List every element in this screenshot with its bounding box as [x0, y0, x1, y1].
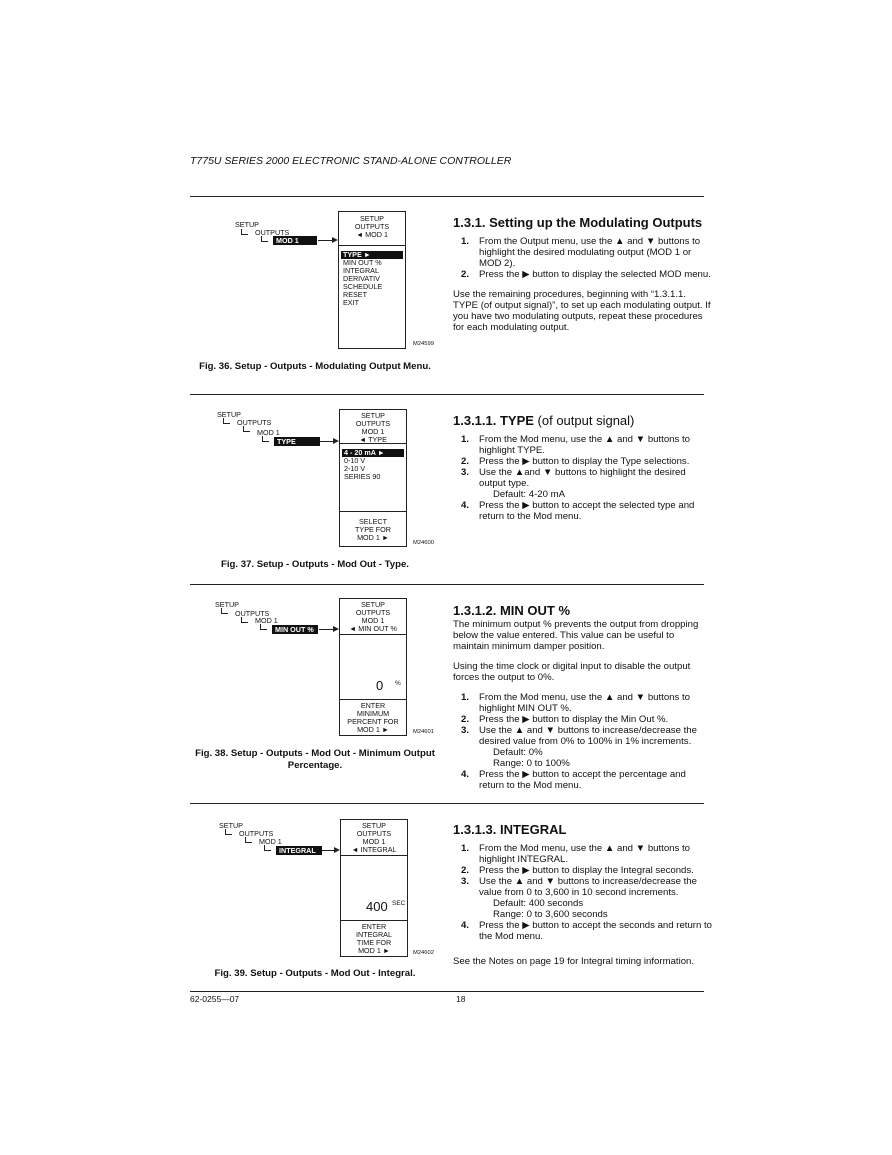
menu-item: 0-10 V [344, 456, 366, 465]
display-screen: SETUP OUTPUTS MOD 1 ◄ MIN OUT % 0 % ENTE… [339, 598, 407, 736]
menu-item: RESET [343, 290, 367, 299]
tree-outputs: OUTPUTS [235, 609, 270, 618]
section-title: 1.3.1.1. TYPE (of output signal) [453, 413, 635, 428]
divider [190, 803, 704, 804]
page-header: T775U SERIES 2000 ELECTRONIC STAND-ALONE… [190, 155, 512, 167]
menu-item: 2-10 V [344, 464, 366, 473]
divider [190, 394, 704, 395]
display-screen: SETUP OUTPUTS MOD 1 ◄ INTEGRAL 400 SEC E… [340, 819, 408, 957]
figure-code: M24602 [413, 950, 434, 956]
tree-mod: MOD 1 [257, 428, 280, 437]
menu-item: INTEGRAL [343, 266, 379, 275]
menu-item: SCHEDULE [343, 282, 383, 291]
menu-item: EXIT [343, 298, 359, 307]
step-item: 2.Press the ▶ button to display the Inte… [461, 865, 694, 876]
step-item: 2.Press the ▶ button to display the Min … [461, 714, 669, 725]
figure-caption: Fig. 36. Setup - Outputs - Modulating Ou… [199, 361, 431, 372]
menu-item-selected: 4 - 20 mA ► [342, 449, 404, 457]
divider [190, 584, 704, 585]
section-1-3-1-3: 1.3.1.3. INTEGRAL 1.From the Mod menu, u… [453, 822, 713, 976]
steps-list: 1.From the Output menu, use the ▲ and ▼ … [453, 236, 713, 280]
steps-list: 1.From the Mod menu, use the ▲ and ▼ but… [453, 434, 713, 522]
menu-list: TYPE ► MIN OUT % INTEGRAL DERIVATIV SCHE… [341, 251, 403, 307]
step-item: 1.From the Output menu, use the ▲ and ▼ … [461, 236, 701, 269]
tree-mod: MOD 1 [255, 616, 278, 625]
figure-code: M24601 [413, 729, 434, 735]
tree-outputs: OUTPUTS [239, 829, 274, 838]
tree-setup: SETUP [219, 821, 243, 830]
step-item: 4.Press the ▶ button to accept the selec… [461, 500, 695, 522]
menu-item: MIN OUT % [343, 258, 382, 267]
tree-selected: INTEGRAL [276, 846, 322, 856]
menu-item: DERIVATIV [343, 274, 380, 283]
tree-selected: MIN OUT % [272, 625, 318, 635]
menu-list: 4 - 20 mA ► 0-10 V 2-10 V SERIES 90 [342, 449, 404, 481]
tree-mod: MOD 1 [259, 837, 282, 846]
tree-outputs: OUTPUTS [237, 418, 272, 427]
value-display: 400 [366, 899, 388, 914]
doc-number: 62-0255—07 [190, 994, 240, 1004]
figure-caption: Fig. 39. Setup - Outputs - Mod Out - Int… [214, 968, 416, 979]
body-paragraph: The minimum output % prevents the output… [453, 619, 699, 652]
tree-setup: SETUP [235, 220, 259, 229]
tree-outputs: OUTPUTS [255, 228, 290, 237]
step-item: 1.From the Mod menu, use the ▲ and ▼ but… [461, 843, 690, 865]
step-item: 1.From the Mod menu, use the ▲ and ▼ but… [461, 692, 690, 714]
tree-selected: TYPE [274, 437, 320, 447]
tree-setup: SETUP [215, 600, 239, 609]
unit-label: % [395, 680, 401, 687]
step-item: 4.Press the ▶ button to accept the perce… [461, 769, 686, 791]
step-item: 1.From the Mod menu, use the ▲ and ▼ but… [461, 434, 690, 456]
steps-list: 1.From the Mod menu, use the ▲ and ▼ but… [453, 843, 713, 942]
divider [190, 196, 704, 197]
figure-code: M24600 [413, 540, 434, 546]
step-item: 2.Press the ▶ button to display the sele… [461, 269, 711, 280]
note-paragraph: See the Notes on page 19 for Integral ti… [453, 956, 695, 967]
display-screen: SETUP OUTPUTS ◄ MOD 1 TYPE ► MIN OUT % I… [338, 211, 406, 349]
steps-list: 1.From the Mod menu, use the ▲ and ▼ but… [453, 692, 713, 791]
section-1-3-1: 1.3.1. Setting up the Modulating Outputs… [453, 215, 713, 342]
step-item: 3.Use the ▲ and ▼ buttons to increase/de… [461, 725, 697, 769]
section-title: 1.3.1. Setting up the Modulating Outputs [453, 215, 703, 230]
page-number: 18 [456, 994, 466, 1004]
step-item: 3.Use the ▲ and ▼ buttons to increase/de… [461, 876, 697, 920]
figure-code: M24599 [413, 341, 434, 347]
section-1-3-1-1: 1.3.1.1. TYPE (of output signal) 1.From … [453, 413, 713, 531]
step-item: 2.Press the ▶ button to display the Type… [461, 456, 690, 467]
figure-caption: Fig. 38. Setup - Outputs - Mod Out - Min… [195, 748, 435, 771]
section-1-3-1-2: 1.3.1.2. MIN OUT % The minimum output % … [453, 603, 713, 800]
section-title: 1.3.1.2. MIN OUT % [453, 603, 571, 618]
unit-label: SEC [392, 900, 406, 907]
body-paragraph: Using the time clock or digital input to… [453, 661, 691, 683]
tree-selected: MOD 1 [273, 236, 317, 246]
menu-item: SERIES 90 [344, 472, 381, 481]
value-display: 0 [376, 678, 384, 693]
section-title: 1.3.1.3. INTEGRAL [453, 822, 567, 837]
menu-item-selected: TYPE ► [341, 251, 403, 259]
display-screen: SETUP OUTPUTS MOD 1 ◄ TYPE 4 - 20 mA ► 0… [339, 409, 407, 547]
body-paragraph: Use the remaining procedures, beginning … [453, 289, 711, 333]
tree-setup: SETUP [217, 410, 241, 419]
divider [190, 991, 704, 992]
step-item: 4.Press the ▶ button to accept the secon… [461, 920, 712, 942]
step-item: 3.Use the ▲and ▼ buttons to highlight th… [461, 467, 686, 500]
figure-caption: Fig. 37. Setup - Outputs - Mod Out - Typ… [221, 559, 409, 570]
